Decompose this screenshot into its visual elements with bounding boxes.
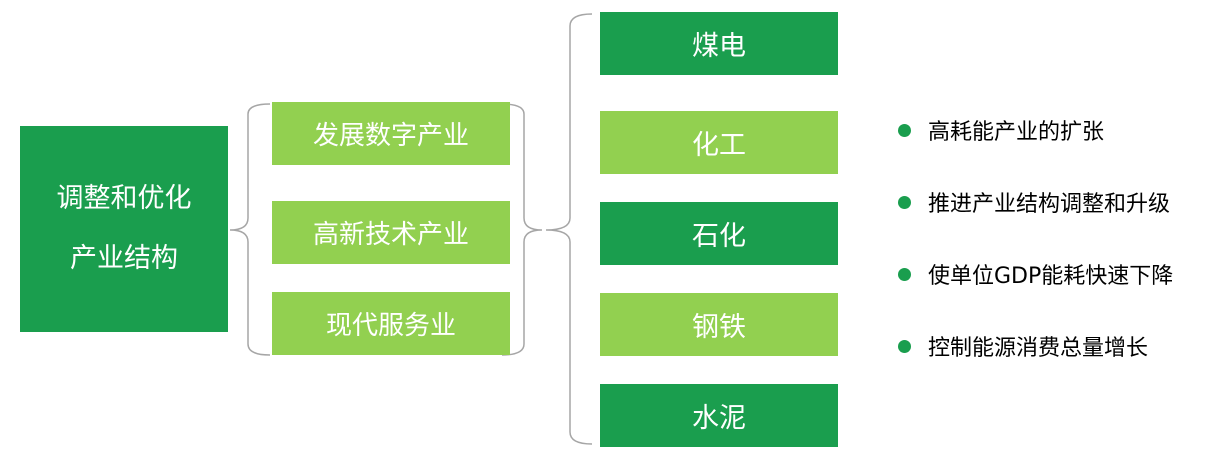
industry-node-box: 化工	[600, 111, 838, 174]
middle-node-label: 现代服务业	[325, 311, 456, 341]
root-node-box: 调整和优化 产业结构	[20, 126, 228, 332]
left-curly-brace	[229, 103, 271, 356]
industry-node-box: 煤电	[600, 12, 838, 75]
bullet-item: 高耗能产业的扩张	[898, 112, 1173, 148]
bullet-item: 使单位GDP能耗快速下降	[898, 256, 1173, 292]
industry-node-label: 煤电	[692, 31, 746, 62]
industry-node-box: 钢铁	[600, 293, 838, 356]
industry-node-label: 化工	[692, 130, 746, 161]
bullet-text: 使单位GDP能耗快速下降	[928, 264, 1174, 289]
middle-node-box: 高新技术产业	[272, 201, 510, 264]
root-node-line2: 产业结构	[70, 243, 178, 274]
industry-node-label: 水泥	[692, 403, 746, 434]
bullet-dot-icon	[898, 123, 911, 137]
bullet-dot-icon	[898, 339, 911, 353]
industry-node-label: 石化	[692, 221, 746, 252]
bullet-dot-icon	[898, 267, 911, 281]
industry-node-box: 水泥	[600, 384, 838, 447]
right-curly-brace	[545, 13, 593, 445]
bullet-text: 高耗能产业的扩张	[928, 120, 1105, 145]
root-node-line1: 调整和优化	[56, 183, 192, 214]
industry-node-label: 钢铁	[692, 312, 746, 343]
middle-node-label: 发展数字产业	[312, 121, 469, 151]
bullet-list: 高耗能产业的扩张 推进产业结构调整和升级 使单位GDP能耗快速下降 控制能源消费…	[898, 112, 1173, 400]
industry-node-box: 石化	[600, 202, 838, 265]
middle-node-label: 高新技术产业	[312, 220, 469, 250]
bullet-item: 控制能源消费总量增长	[898, 328, 1173, 364]
bullet-dot-icon	[898, 195, 911, 209]
bullet-text: 控制能源消费总量增长	[928, 336, 1149, 361]
middle-closing-brace	[501, 103, 543, 356]
bullet-item: 推进产业结构调整和升级	[898, 184, 1173, 220]
middle-node-box: 发展数字产业	[272, 102, 510, 165]
bullet-text: 推进产业结构调整和升级	[928, 192, 1171, 217]
middle-node-box: 现代服务业	[272, 292, 510, 355]
